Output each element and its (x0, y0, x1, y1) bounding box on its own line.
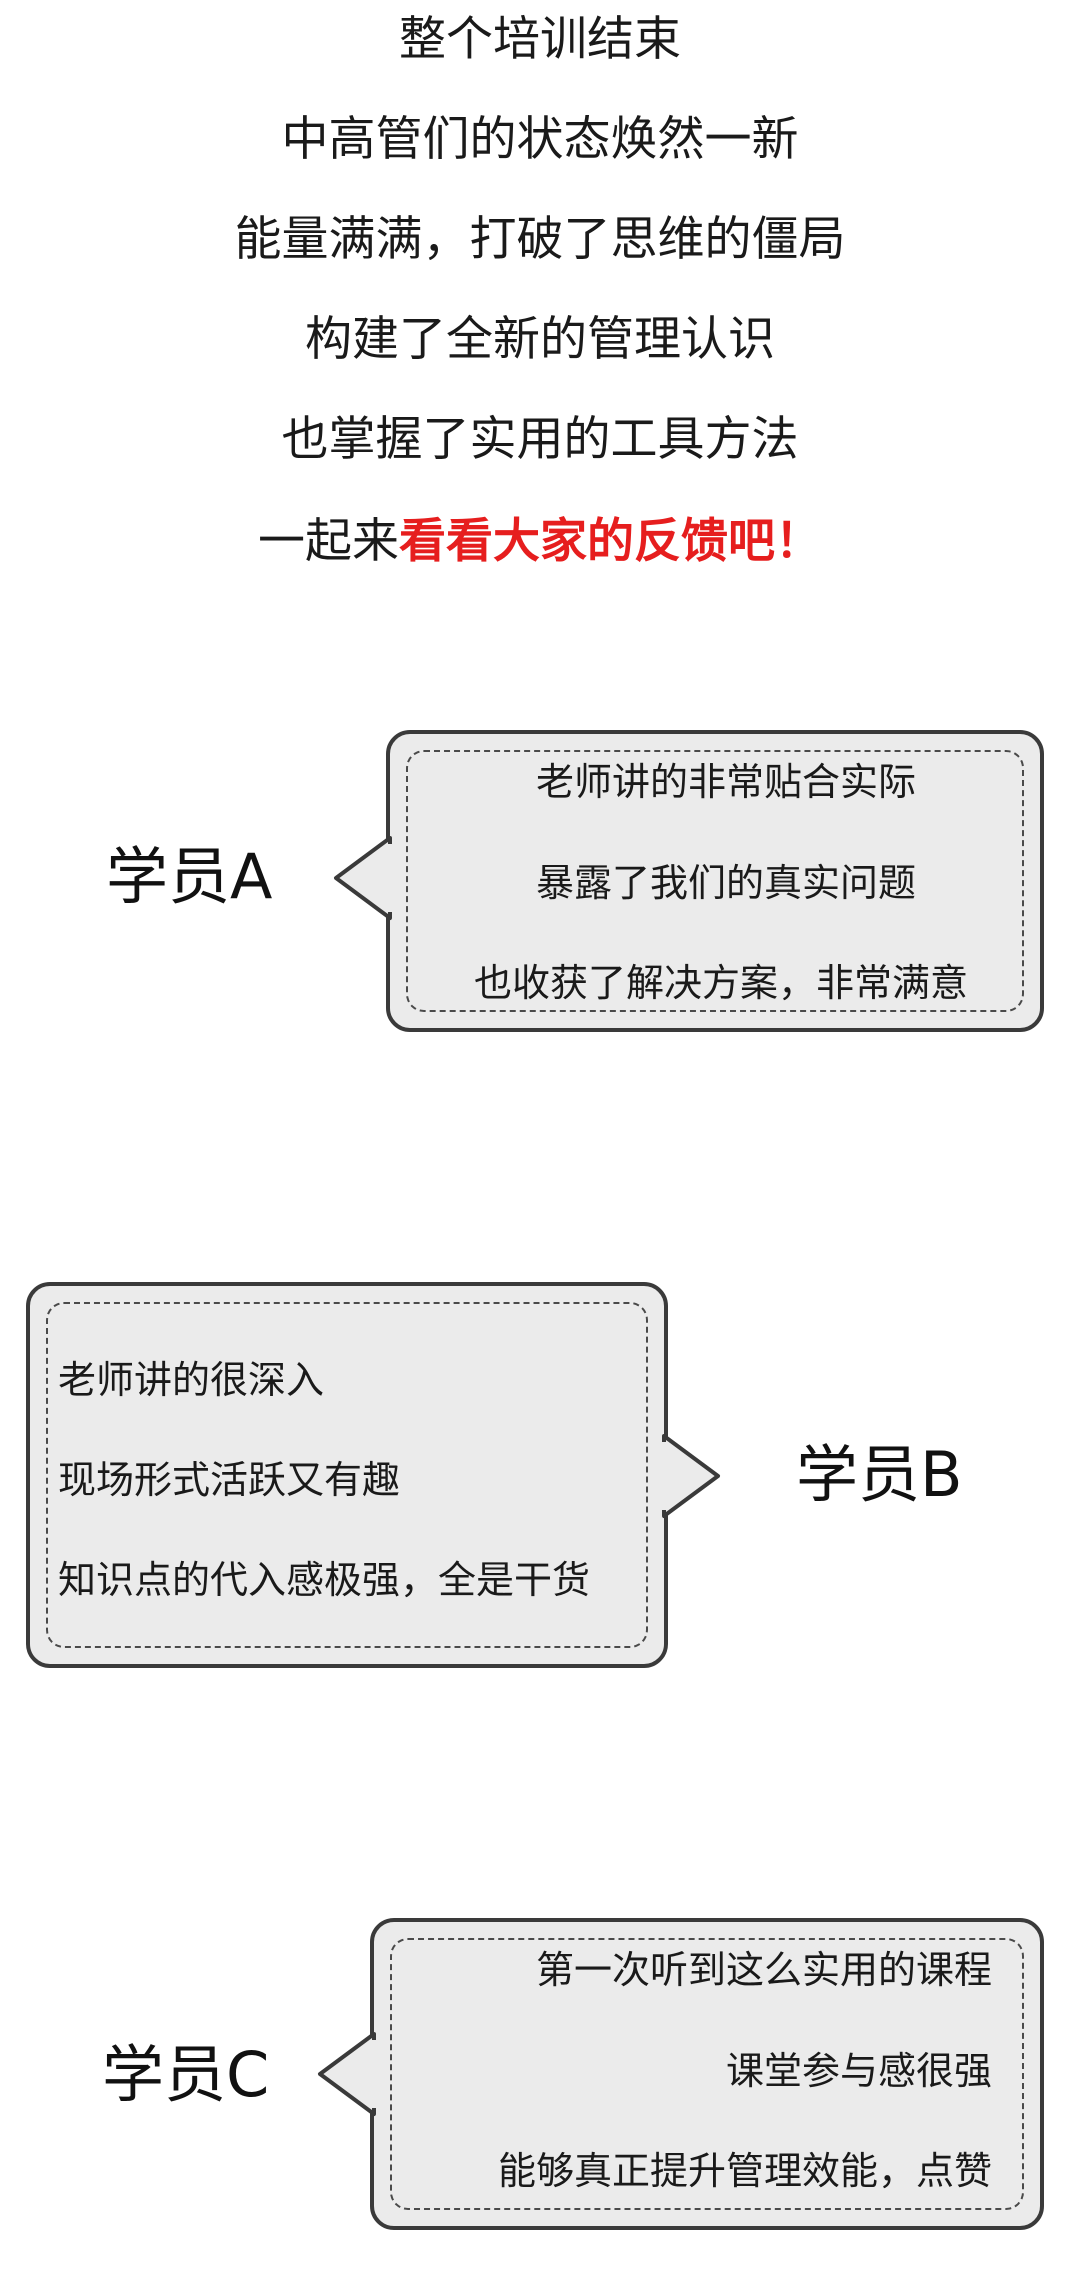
feedback-b-line-1: 老师讲的很深入 (58, 1358, 325, 1402)
feedback-a-line-1: 老师讲的非常贴合实际 (536, 760, 917, 804)
speech-bubble-a: 老师讲的非常贴合实际 暴露了我们的真实问题 也收获了解决方案，非常满意 (386, 730, 1044, 1032)
bubble-dashed-border-b (46, 1302, 648, 1648)
intro-line-3: 能量满满，打破了思维的僵局 (234, 212, 846, 267)
student-name-b: 学员B (796, 1438, 963, 1511)
feedback-a-line-3: 也收获了解决方案，非常满意 (474, 961, 969, 1005)
feedback-a-line-2: 暴露了我们的真实问题 (536, 861, 917, 905)
feedback-c-line-1: 第一次听到这么实用的课程 (535, 1948, 992, 1992)
intro-line-5: 也掌握了实用的工具方法 (281, 412, 799, 467)
intro-line-6: 一起来看看大家的反馈吧！ (0, 512, 1080, 572)
bubble-tail-c (318, 2032, 380, 2116)
feedback-c-line-2: 课堂参与感很强 (725, 2049, 992, 2093)
intro-line-6-prefix: 一起来 (258, 514, 399, 569)
speech-bubble-b: 老师讲的很深入 现场形式活跃又有趣 知识点的代入感极强，全是干货 (26, 1282, 668, 1668)
bubble-dashed-border-a (406, 750, 1024, 1012)
bubble-dashed-border-c (390, 1938, 1024, 2210)
bubble-tail-a (334, 836, 396, 920)
intro-line-4: 构建了全新的管理认识 (305, 312, 775, 367)
intro-line-2: 中高管们的状态焕然一新 (281, 112, 799, 167)
intro-line-1: 整个培训结束 (399, 12, 681, 67)
feedback-b-line-2: 现场形式活跃又有趣 (58, 1458, 401, 1502)
student-name-c: 学员C (102, 2038, 270, 2111)
bubble-tail-b (658, 1434, 720, 1518)
feedback-c-line-3: 能够真正提升管理效能，点赞 (497, 2149, 992, 2193)
student-name-a: 学员A (106, 840, 273, 913)
speech-bubble-c: 第一次听到这么实用的课程 课堂参与感很强 能够真正提升管理效能，点赞 (370, 1918, 1044, 2230)
intro-line-6-highlight: 看看大家的反馈吧！ (399, 514, 822, 569)
feedback-b-line-3: 知识点的代入感极强，全是干货 (58, 1558, 591, 1602)
